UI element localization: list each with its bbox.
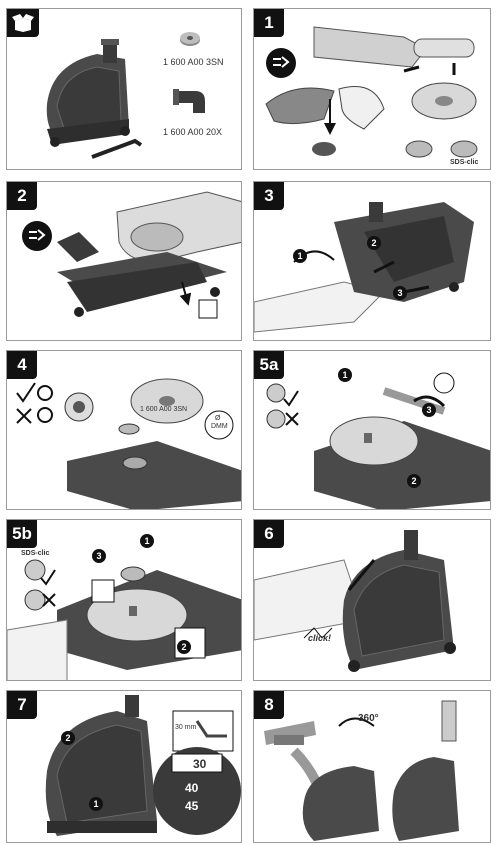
step-number: 8 (254, 691, 284, 719)
callout-1: 1 (338, 368, 352, 382)
panel-step-1: 1 SDS-clic (253, 8, 491, 170)
step-number: 2 (7, 182, 37, 210)
panel-step-2: 2 (6, 181, 242, 341)
sds-clic-label: SDS-clic (21, 550, 50, 557)
step-number: 5a (254, 351, 284, 379)
step-number: 6 (254, 520, 284, 548)
rotation-label: 360° (358, 713, 379, 724)
panel-step-4: 4 1 600 A00 3SN Ø DMM (6, 350, 242, 510)
cross-icon (42, 593, 56, 607)
contents-illustration (46, 32, 205, 159)
depth-40: 40 (185, 781, 199, 795)
step-8-illustration (264, 700, 459, 841)
cross-icon (285, 412, 299, 426)
callout-3: 3 (92, 549, 106, 563)
cross-icon (16, 408, 32, 424)
step-7-illustration (45, 695, 241, 836)
panel-step-8: 8 360° (253, 690, 491, 843)
unplug-icon (273, 56, 290, 68)
part-number-flange: 1 600 A00 3SN (140, 406, 188, 413)
callout-2: 2 (407, 474, 421, 488)
step-1-illustration (265, 26, 478, 158)
depth-mm-label: 30 mm (175, 724, 197, 731)
check-icon (16, 382, 36, 403)
callout-2: 2 (367, 236, 381, 250)
check-icon (283, 390, 299, 407)
step-number: 5b (7, 520, 37, 548)
dmm-label: DMM (211, 423, 228, 430)
diameter-symbol: Ø (215, 415, 221, 422)
step-5a-illustration (266, 372, 490, 509)
panel-step-6: 6 click! (253, 519, 491, 681)
callout-2: 2 (61, 731, 75, 745)
step-5b-illustration (7, 559, 241, 680)
part-number-adapter: 1 600 A00 20X (163, 127, 223, 137)
step-6-illustration (254, 530, 456, 672)
depth-45: 45 (185, 799, 199, 813)
box-icon-tag (7, 9, 39, 37)
callout-3: 3 (422, 403, 436, 417)
open-box-icon (12, 14, 34, 32)
panel-step-7: 7 30 mm 30 40 45 1 2 (6, 690, 242, 843)
panel-contents: 1 600 A00 3SN 1 600 A00 20X (6, 8, 242, 170)
callout-1: 1 (89, 797, 103, 811)
check-icon (40, 569, 56, 586)
step-3-illustration (254, 202, 474, 333)
step-number: 7 (7, 691, 37, 719)
step-number: 3 (254, 182, 284, 210)
step-2-illustration (22, 191, 241, 319)
step-4-illustration (16, 378, 241, 509)
callout-3: 3 (393, 286, 407, 300)
callout-2: 2 (177, 640, 191, 654)
panel-step-3: 3 1 2 3 (253, 181, 491, 341)
callout-1: 1 (140, 534, 154, 548)
panel-step-5b: 5b SDS-clic 1 2 3 (6, 519, 242, 681)
depth-30: 30 (193, 757, 207, 771)
part-number-flange: 1 600 A00 3SN (163, 57, 224, 67)
click-label: click! (308, 633, 332, 643)
sds-clic-label: SDS-clic (450, 159, 479, 166)
callout-1: 1 (293, 249, 307, 263)
unplug-icon (29, 229, 46, 241)
step-number: 1 (254, 9, 284, 37)
step-number: 4 (7, 351, 37, 379)
panel-step-5a: 5a 1 2 3 (253, 350, 491, 510)
